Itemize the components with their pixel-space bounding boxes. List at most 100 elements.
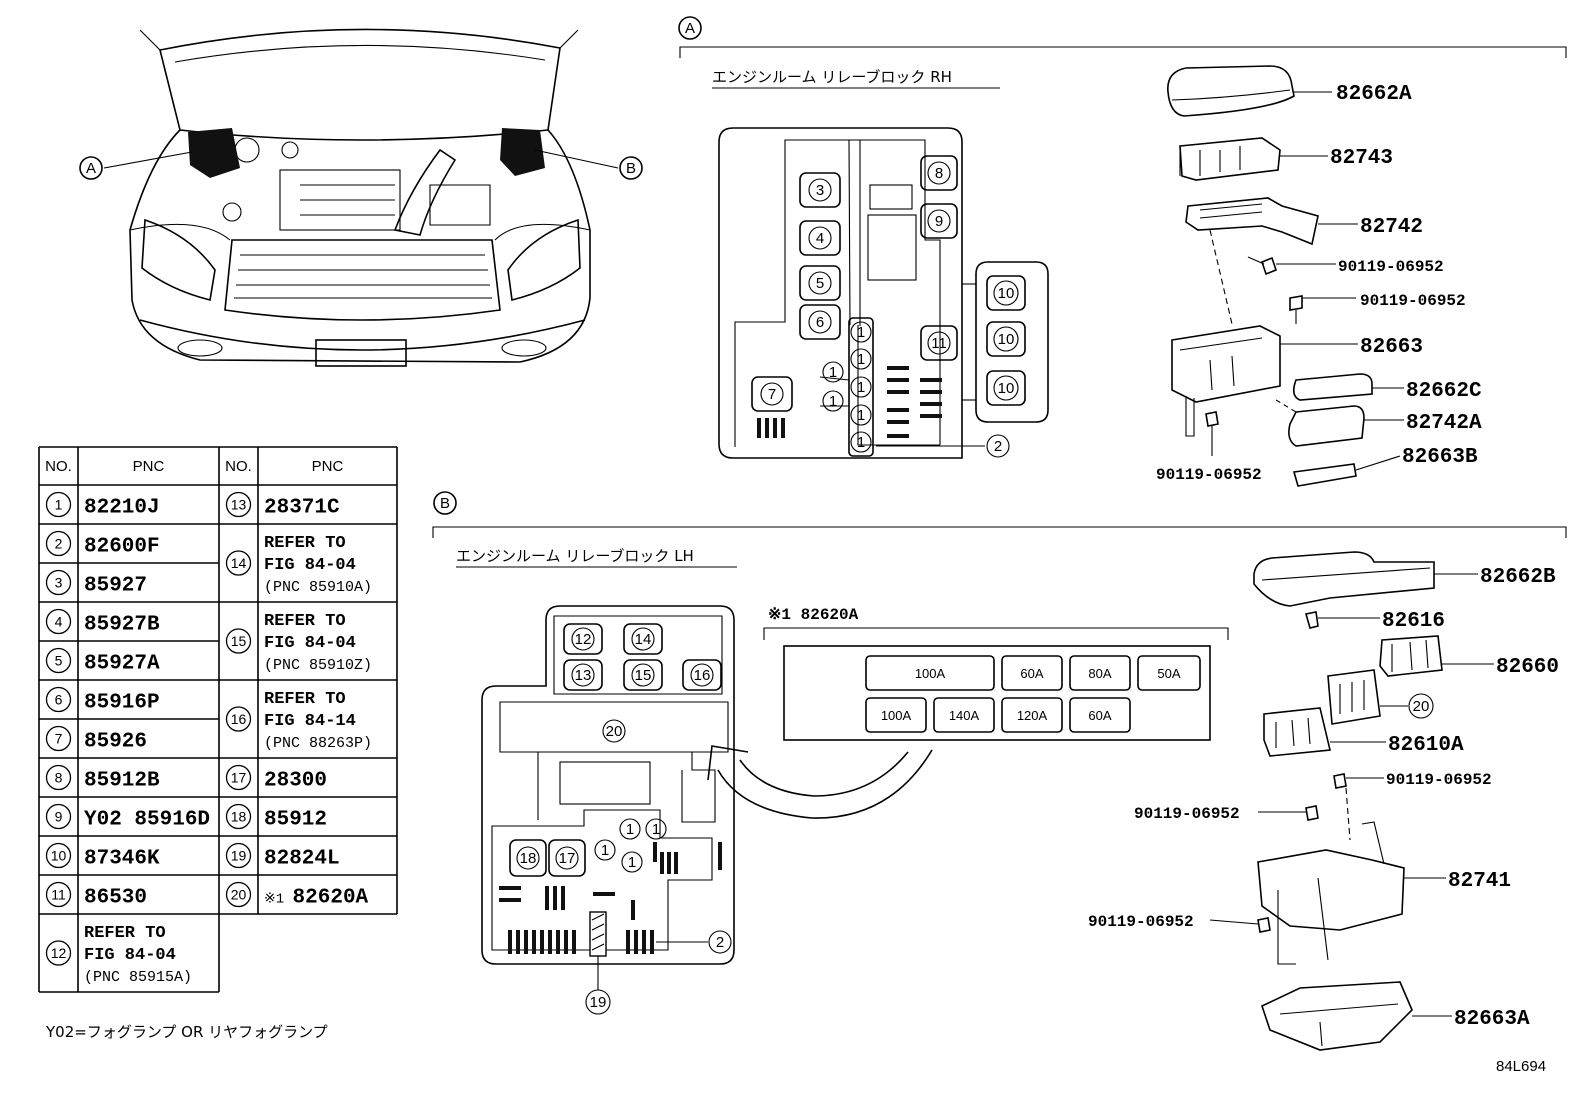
part-ref-20: 20	[1413, 698, 1430, 715]
table-header: NO.	[45, 458, 72, 475]
section-b-title: エンジンルーム リレーブロック LH	[456, 547, 694, 565]
svg-text:3: 3	[816, 182, 824, 199]
footnote: Y02=フォグランプ OR リヤフォグランプ	[45, 1023, 328, 1041]
rh-exploded-parts	[1167, 65, 1373, 487]
fuse-label: 60A	[1088, 708, 1111, 723]
row-pnc-note: REFER TO	[264, 690, 346, 709]
row-pnc: Y02 85916D	[84, 809, 210, 832]
part-82660: 82660	[1496, 656, 1559, 679]
row-no: 14	[231, 555, 247, 571]
fuse-label: 50A	[1157, 666, 1180, 681]
lh-leaders	[1209, 573, 1494, 1017]
svg-text:A: A	[86, 160, 96, 177]
row-no: 1	[55, 497, 63, 513]
fuse-row-2: 100A 140A 120A 60A	[865, 697, 1131, 733]
fuse-block-title: ※1 82620A	[768, 606, 859, 624]
svg-text:2: 2	[994, 438, 1002, 455]
svg-text:5: 5	[816, 275, 824, 292]
svg-text:11: 11	[931, 335, 947, 352]
row-pnc-note: (PNC 88263P)	[264, 735, 372, 752]
part-90119-06952: 90119-06952	[1088, 913, 1194, 931]
row-no: 17	[231, 770, 247, 786]
svg-text:4: 4	[816, 230, 824, 247]
table-header: PNC	[312, 458, 344, 475]
row-no: 4	[55, 614, 63, 630]
fuse-label: 100A	[881, 708, 912, 723]
row-no-circle	[45, 569, 72, 596]
row-no: 5	[55, 653, 63, 669]
fuse-block-82620a: ※1 82620A 100A 60A 80A 50A 100A 140A 120…	[763, 606, 1229, 741]
row-no-circle	[225, 842, 252, 869]
row-no-circle	[225, 764, 252, 791]
row-pnc-note: FIG 84-04	[264, 634, 356, 653]
svg-text:9: 9	[935, 213, 943, 230]
part-82742: 82742	[1360, 216, 1423, 239]
row-pnc: 82600F	[84, 536, 160, 559]
row-pnc: 82824L	[264, 848, 340, 871]
svg-text:1: 1	[829, 364, 837, 381]
row-pnc: 28371C	[264, 497, 340, 520]
svg-text:13: 13	[575, 667, 592, 684]
row-pnc-note: (PNC 85910Z)	[264, 657, 372, 674]
part-82663b: 82663B	[1402, 446, 1478, 469]
svg-text:1: 1	[829, 393, 837, 410]
callout-b: B	[619, 156, 643, 180]
row-pnc: 85927B	[84, 614, 160, 637]
svg-text:1: 1	[857, 407, 865, 424]
row-pnc: ※1 82620A	[264, 887, 369, 910]
svg-text:10: 10	[998, 380, 1015, 397]
row-no: 3	[55, 575, 63, 591]
svg-text:14: 14	[635, 631, 652, 648]
part-82616: 82616	[1382, 610, 1445, 633]
row-no-circle	[45, 647, 72, 674]
row-no: 11	[51, 887, 66, 903]
row-no-circle	[45, 881, 72, 908]
svg-text:12: 12	[575, 631, 592, 648]
svg-text:1: 1	[626, 821, 634, 838]
row-no-circle	[45, 764, 72, 791]
row-pnc-note: (PNC 85915A)	[84, 969, 192, 986]
rh-part-numbers: 82662A 82743 82742 90119-06952 90119-069…	[1156, 83, 1482, 484]
row-no: 20	[231, 887, 247, 903]
row-no-circle	[45, 725, 72, 752]
fuse-label: 140A	[949, 708, 980, 723]
row-pnc-note: REFER TO	[264, 534, 346, 553]
row-pnc-note: REFER TO	[264, 612, 346, 631]
svg-text:7: 7	[768, 386, 776, 403]
row-pnc-note: (PNC 85910A)	[264, 579, 372, 596]
row-no-circle	[45, 940, 72, 966]
row-no: 16	[231, 711, 247, 727]
part-90119-06952: 90119-06952	[1338, 258, 1444, 276]
svg-text:1: 1	[601, 842, 609, 859]
row-no-circle	[45, 842, 72, 869]
part-82662a: 82662A	[1336, 83, 1412, 106]
section-b-label: B	[440, 495, 450, 512]
section-a: A エンジンルーム リレーブロック RH	[678, 16, 1567, 487]
rh-leaders	[1276, 91, 1404, 471]
row-pnc: 85912	[264, 809, 327, 832]
row-no: 10	[51, 848, 67, 864]
row-no: 8	[55, 770, 63, 786]
svg-text:1: 1	[652, 821, 660, 838]
lh-relay-block	[481, 605, 933, 990]
row-no-circle	[45, 491, 72, 518]
svg-text:6: 6	[816, 314, 824, 331]
part-82741: 82741	[1448, 870, 1511, 893]
row-no-circle	[45, 686, 72, 713]
svg-text:2: 2	[716, 934, 724, 951]
row-pnc: 87346K	[84, 848, 160, 871]
section-a-title: エンジンルーム リレーブロック RH	[712, 68, 952, 86]
row-pnc: 85927	[84, 575, 147, 598]
svg-text:10: 10	[998, 331, 1015, 348]
row-pnc-note: FIG 84-04	[264, 556, 356, 575]
part-90119-06952: 90119-06952	[1360, 292, 1466, 310]
callout-a: A	[79, 156, 103, 180]
fuse-label: 80A	[1088, 666, 1111, 681]
figure-code: 84L694	[1496, 1058, 1546, 1075]
part-82743: 82743	[1330, 147, 1393, 170]
row-no-circle	[45, 530, 72, 557]
table-header: NO.	[225, 458, 252, 475]
row-no: 12	[51, 945, 67, 961]
